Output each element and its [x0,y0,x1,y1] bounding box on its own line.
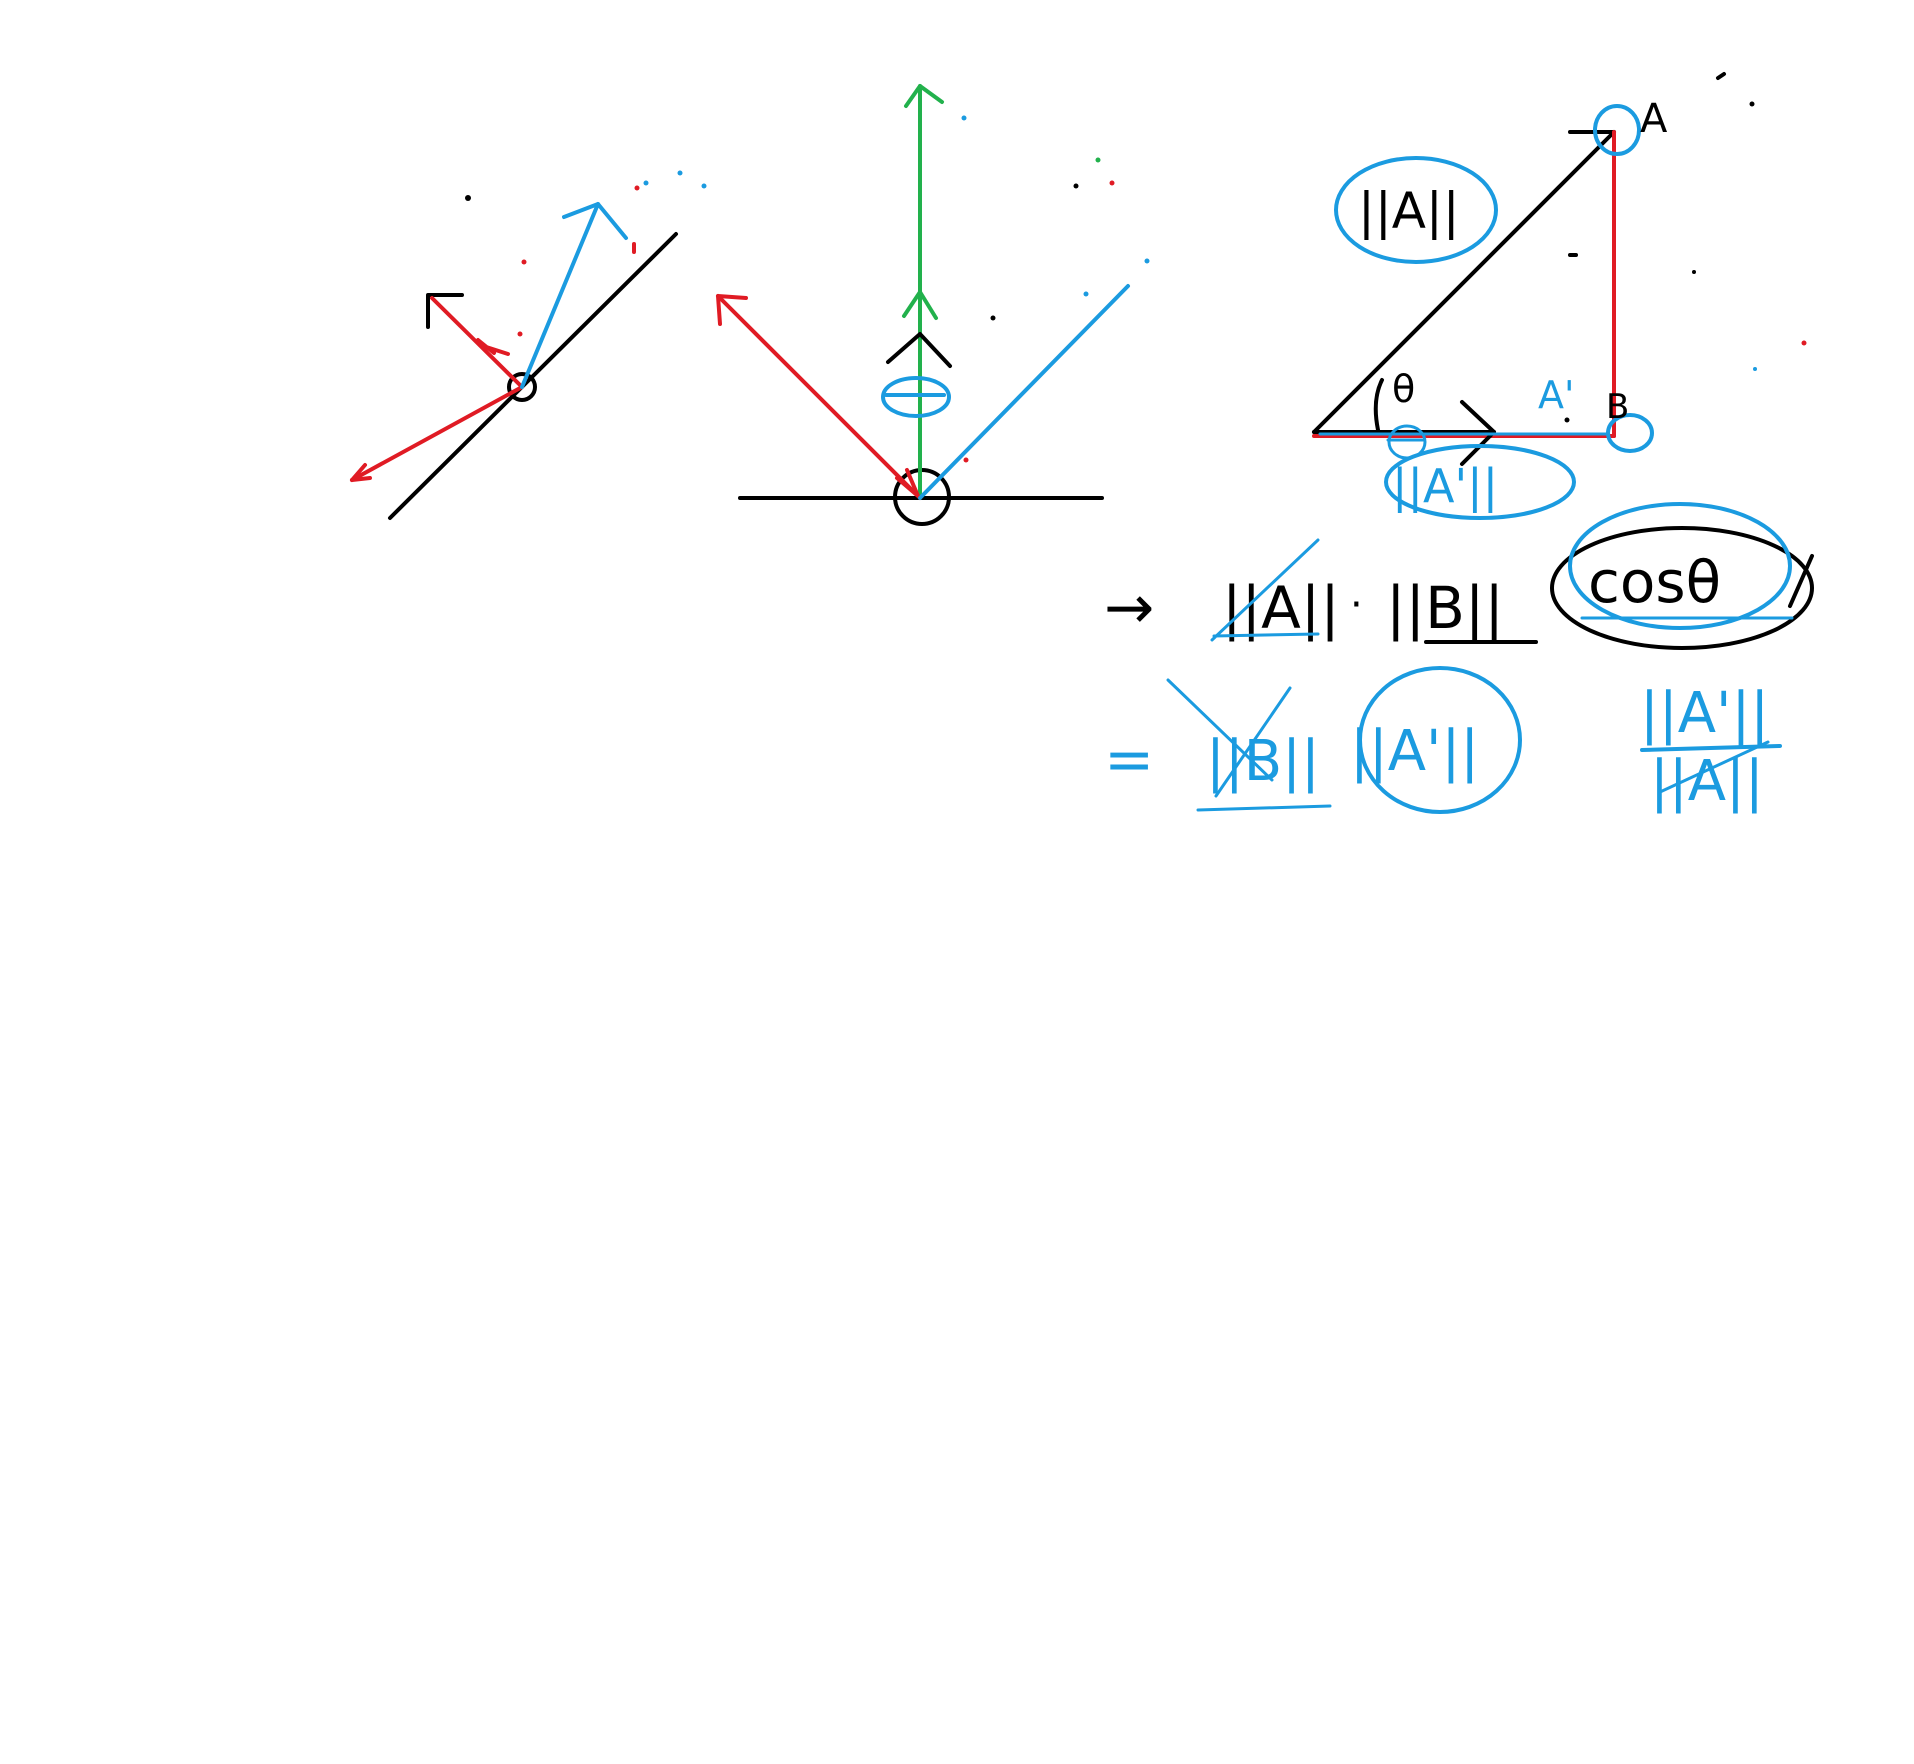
stray-dot [517,331,523,337]
stray-dot [1564,417,1570,423]
point-a-circle [1593,104,1641,156]
equation-norm-b-underline [1196,804,1332,812]
red-incident-arrowhead [716,294,748,326]
red-lower-arrowhead [350,463,372,482]
equation-equals: = [1104,725,1154,795]
stray-dot [677,170,683,176]
formula-cos-circle-black [1550,526,1814,650]
equation-norm-b-cancel [1166,678,1292,798]
diagram-flat-reflection [716,84,1150,526]
blue-reflected-vector [520,202,600,389]
point-a-label: A [1640,96,1668,142]
blue-reflected-ray [918,284,1130,500]
fraction-numerator: ||A'|| [1640,681,1769,746]
norm-a-prime-circle [1384,444,1576,520]
vector-a-hypotenuse [1312,130,1616,434]
tilted-surface-line [388,232,678,520]
formula-cos-circle-blue [1568,502,1792,630]
formula-dot-sign: · [1350,582,1363,628]
stray-dot [1083,291,1089,297]
formula-norm-a-cancel [1210,538,1320,642]
formula-arrow: → [1104,573,1154,643]
stray-dot [465,195,471,201]
norm-a-prime-label: ||A'|| [1392,459,1498,514]
stray-dot [963,457,969,463]
blue-reflected-arrowhead [562,202,628,240]
red-incident-vector [716,294,922,500]
green-mid-arrowhead [902,290,938,320]
stray-dot [1109,180,1115,186]
red-normal-vector [430,296,524,389]
stray-mark [1716,72,1726,80]
stray-dot [1692,270,1696,274]
stray-dot [1144,258,1150,264]
theta-arc [1373,378,1384,432]
point-a-prime-label: A' [1538,373,1574,417]
formula-cos-stroke [1788,554,1814,608]
norm-a-circle [1334,156,1498,264]
stray-dot [521,259,527,265]
theta-label-black: θ [1392,367,1415,411]
equation-norm-a-prime: ||A'|| [1350,719,1479,784]
black-arrowhead [426,293,464,329]
formula-dot-product: → ||A|| · ||B|| cosθ [1104,502,1814,650]
stray-dot [1749,101,1755,107]
green-top-arrowhead [904,84,944,108]
norm-a-label: ||A|| [1358,182,1460,240]
stray-dot [990,315,996,321]
fraction-denominator-cancel [1658,740,1770,794]
stray-dot [1801,340,1807,346]
diagram-tilted-surface [350,170,707,520]
formula-cos-theta: cosθ [1588,548,1721,616]
red-lower-vector [350,385,524,482]
equation-norm-a-prime-circle [1358,666,1522,814]
formula-norm-a: ||A|| [1222,574,1340,642]
stray-dot [634,185,640,191]
stray-dot [1073,183,1079,189]
diagram-projection-triangle: θ A B A' ||A|| ||A'|| [1312,72,1807,520]
stray-dot [701,183,707,189]
stray-dot [1095,157,1101,163]
red-incident-tail [895,468,920,498]
stray-dot [1753,367,1757,371]
stray-dot [961,115,967,121]
point-b-label: B [1606,387,1629,427]
contact-point-circle [507,372,537,402]
red-normal-arrowhead [476,338,510,356]
black-normal-arrowhead [886,332,952,368]
point-b-circle [1606,413,1654,453]
fraction-denominator: ||A|| [1650,749,1764,814]
vector-b-arrowhead [1460,400,1496,466]
theta-annotation-blue [881,376,951,418]
stray-dot [643,180,649,186]
formula-norm-b: ||B|| [1386,574,1504,642]
equation-projection: = ||B|| ||A'|| ||A'|| ||A|| [1104,666,1782,814]
